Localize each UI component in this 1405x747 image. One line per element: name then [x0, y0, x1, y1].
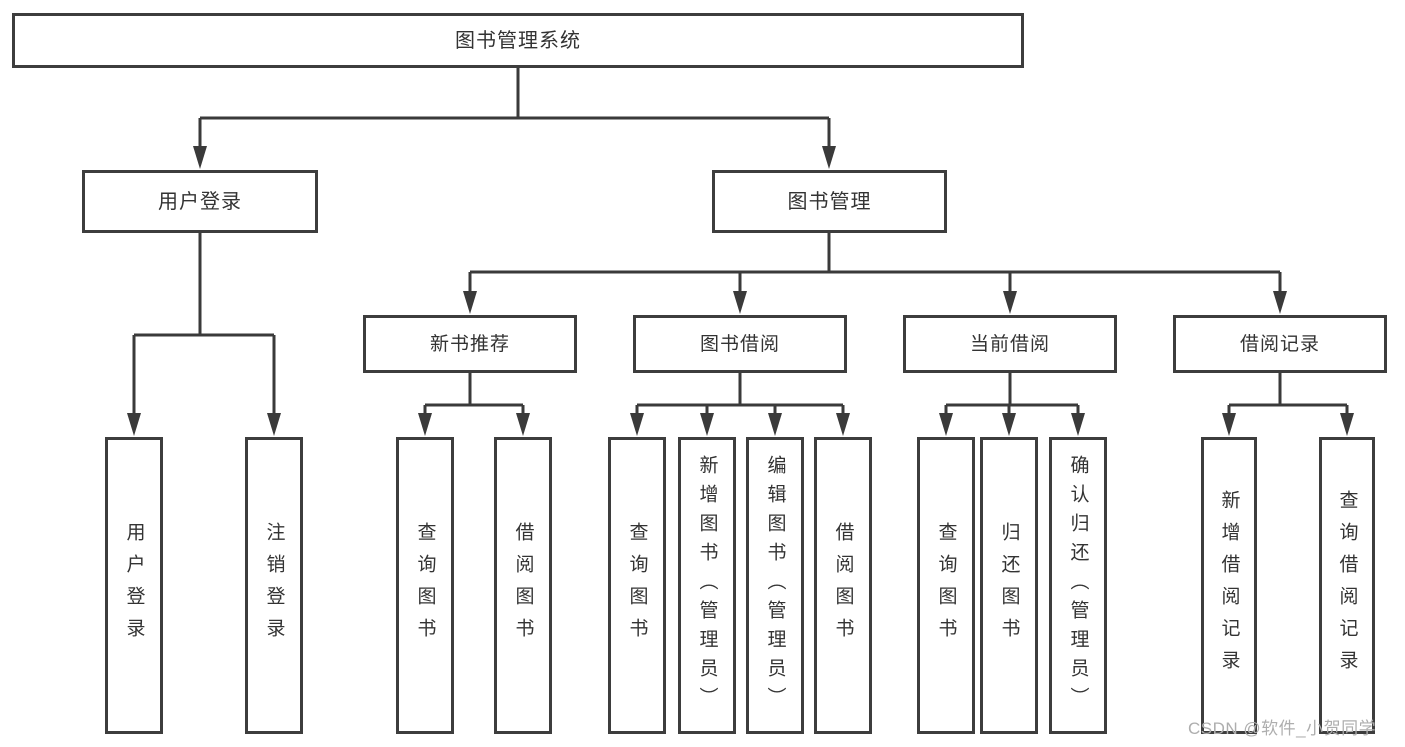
connector-stems — [132, 68, 1349, 419]
leaf-user-login: 用户登录 — [105, 437, 163, 734]
leaf-logout: 注销登录 — [245, 437, 303, 734]
csdn-watermark: CSDN @软件_小贺同学 — [1188, 719, 1377, 738]
connector-arrowheads — [127, 146, 1354, 436]
leaf-query-books: 查询图书 — [396, 437, 454, 734]
leaf-confirm-return-admin: 确认归还（管理员） — [1049, 437, 1107, 734]
leaf-borrow-books: 借阅图书 — [494, 437, 552, 734]
leaf-add-borrow-record: 新增借阅记录 — [1201, 437, 1257, 734]
node-book-management: 图书管理 — [712, 170, 947, 233]
leaf-query-books: 查询图书 — [608, 437, 666, 734]
node-library-management-system: 图书管理系统 — [12, 13, 1024, 68]
leaf-query-books: 查询图书 — [917, 437, 975, 734]
leaf-edit-books-admin: 编辑图书（管理员） — [746, 437, 804, 734]
node-book-borrowing: 图书借阅 — [633, 315, 847, 373]
leaf-return-books: 归还图书 — [980, 437, 1038, 734]
leaf-add-books-admin: 新增图书（管理员） — [678, 437, 736, 734]
leaf-borrow-books: 借阅图书 — [814, 437, 872, 734]
node-user-login: 用户登录 — [82, 170, 318, 233]
leaf-query-borrow-record: 查询借阅记录 — [1319, 437, 1375, 734]
node-borrow-records: 借阅记录 — [1173, 315, 1387, 373]
node-new-book-recommend: 新书推荐 — [363, 315, 577, 373]
node-current-borrowing: 当前借阅 — [903, 315, 1117, 373]
